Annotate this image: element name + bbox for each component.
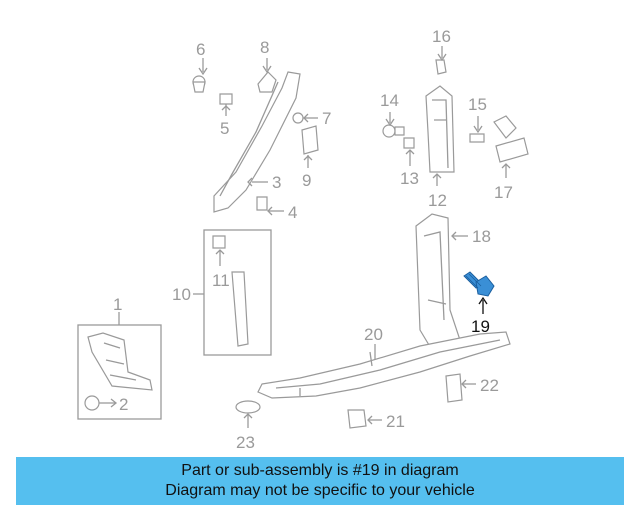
- label-part-18: 18: [472, 227, 491, 246]
- label-part-2: 2: [119, 395, 128, 414]
- label-part-16: 16: [432, 27, 451, 46]
- label-part-22: 22: [480, 376, 499, 395]
- label-part-8: 8: [260, 38, 269, 57]
- label-part-9: 9: [302, 171, 311, 190]
- caption-banner: Part or sub-assembly is #19 in diagram D…: [16, 457, 624, 505]
- quarter-trim-assembly: [77, 312, 162, 420]
- label-part-3: 3: [272, 173, 281, 192]
- label-part-23: 23: [236, 433, 255, 452]
- caption-line-2: Diagram may not be specific to your vehi…: [165, 482, 475, 499]
- label-part-12: 12: [428, 191, 447, 210]
- label-part-1: 1: [113, 295, 122, 314]
- parts-diagram: 1 2 3 4 5 6 7 8 9 10 11 12 13 14 15 16 1…: [77, 27, 529, 452]
- label-part-15: 15: [468, 95, 487, 114]
- label-part-6: 6: [196, 40, 205, 59]
- bolt-part-19: [463, 271, 495, 314]
- label-part-19: 19: [471, 317, 490, 336]
- caption-line-1: Part or sub-assembly is #19 in diagram: [181, 462, 459, 479]
- b-pillar-upper-trim: [382, 46, 529, 186]
- pillar-garnish-box: [193, 229, 272, 356]
- label-part-4: 4: [288, 203, 297, 222]
- label-part-14: 14: [380, 91, 399, 110]
- label-part-21: 21: [386, 412, 405, 431]
- label-part-17: 17: [494, 183, 513, 202]
- scuff-plate: [235, 331, 511, 429]
- a-pillar-trim: [192, 58, 319, 216]
- label-part-11: 11: [212, 271, 230, 290]
- label-part-13: 13: [400, 169, 419, 188]
- label-part-10: 10: [172, 285, 191, 304]
- label-part-20: 20: [364, 325, 383, 344]
- label-part-7: 7: [322, 109, 331, 128]
- b-pillar-lower-trim: [415, 213, 468, 351]
- label-part-5: 5: [220, 119, 229, 138]
